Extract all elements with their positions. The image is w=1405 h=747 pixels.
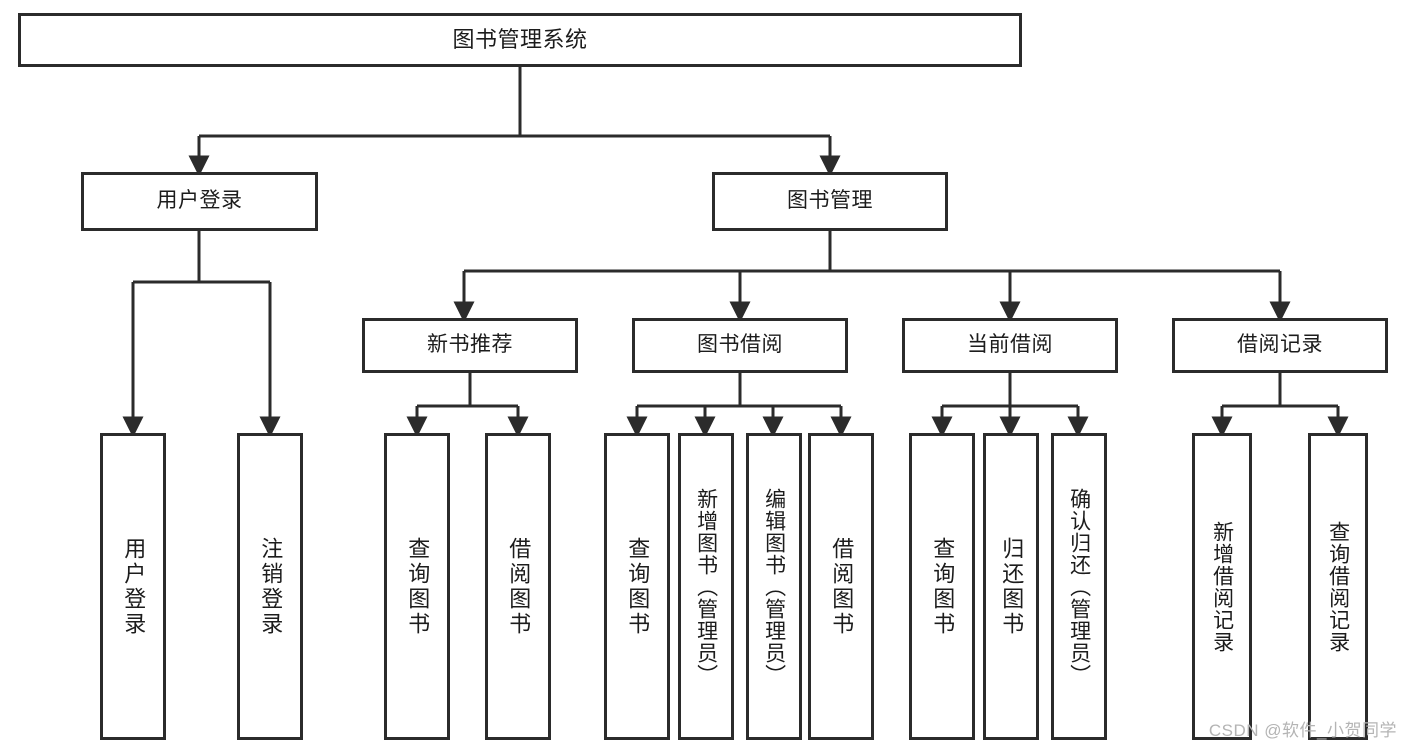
node-user-login[interactable]: 用户登录 [81, 172, 318, 231]
node-label: 编辑图书（管理员） [762, 487, 786, 686]
node-borrow-record[interactable]: 借阅记录 [1172, 318, 1388, 373]
node-label: 用户登录 [121, 536, 147, 637]
node-label: 借阅图书 [506, 536, 532, 637]
node-label: 新书推荐 [427, 333, 513, 357]
watermark-text: CSDN @软件_小贺同学 [1208, 721, 1397, 740]
leaf-newbook-query-book[interactable]: 查询图书 [384, 433, 450, 740]
leaf-user-login[interactable]: 用户登录 [100, 433, 166, 740]
leaf-borrow-edit-book-admin[interactable]: 编辑图书（管理员） [746, 433, 802, 740]
node-book-management[interactable]: 图书管理 [712, 172, 948, 231]
leaf-current-query-book[interactable]: 查询图书 [909, 433, 975, 740]
leaf-current-return-book[interactable]: 归还图书 [983, 433, 1039, 740]
node-label: 归还图书 [999, 536, 1025, 637]
node-label: 查询借阅记录 [1326, 520, 1350, 653]
node-root-system[interactable]: 图书管理系统 [18, 13, 1022, 67]
node-label: 查询图书 [625, 536, 651, 637]
node-label: 图书管理 [787, 189, 873, 213]
node-label: 新增图书（管理员） [694, 487, 718, 686]
node-current-borrow[interactable]: 当前借阅 [902, 318, 1118, 373]
node-label: 图书借阅 [697, 333, 783, 357]
leaf-borrow-query-book[interactable]: 查询图书 [604, 433, 670, 740]
node-label: 查询图书 [405, 536, 431, 637]
leaf-current-confirm-return-admin[interactable]: 确认归还（管理员） [1051, 433, 1107, 740]
leaf-record-add-record[interactable]: 新增借阅记录 [1192, 433, 1252, 740]
leaf-newbook-borrow-book[interactable]: 借阅图书 [485, 433, 551, 740]
node-book-borrow[interactable]: 图书借阅 [632, 318, 848, 373]
leaf-record-query-record[interactable]: 查询借阅记录 [1308, 433, 1368, 740]
leaf-logout-login[interactable]: 注销登录 [237, 433, 303, 740]
node-label: 新增借阅记录 [1210, 520, 1234, 653]
node-label: 当前借阅 [967, 333, 1053, 357]
leaf-borrow-add-book-admin[interactable]: 新增图书（管理员） [678, 433, 734, 740]
node-label: 借阅图书 [829, 536, 855, 637]
node-label: 用户登录 [156, 189, 243, 213]
node-label: 查询图书 [930, 536, 956, 637]
node-label: 图书管理系统 [452, 27, 588, 53]
node-label: 确认归还（管理员） [1067, 487, 1091, 686]
node-label: 借阅记录 [1237, 333, 1323, 357]
node-new-book-recommend[interactable]: 新书推荐 [362, 318, 578, 373]
node-label: 注销登录 [258, 536, 284, 637]
leaf-borrow-borrow-book[interactable]: 借阅图书 [808, 433, 874, 740]
